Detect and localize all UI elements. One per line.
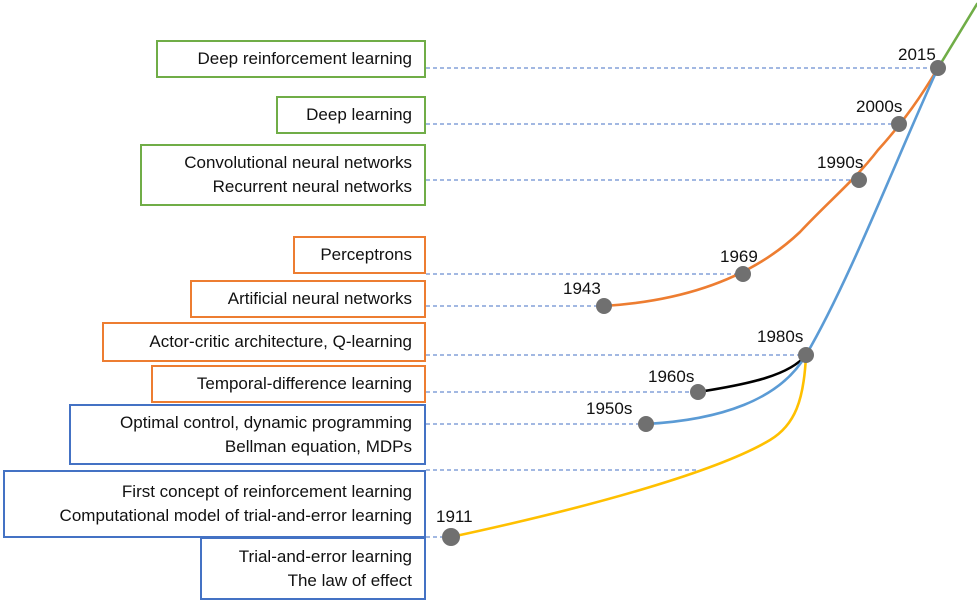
year-labels: 2015 2000s 1990s 1969 1943 1980s 1960s 1950s 191… bbox=[436, 45, 936, 526]
concept-box-deep-learning: Deep learning bbox=[276, 96, 426, 134]
concept-text: The law of effect bbox=[287, 570, 412, 590]
connector-lines bbox=[426, 67, 938, 538]
milestone-node-2015 bbox=[930, 60, 946, 76]
timeline-curves bbox=[449, 2, 977, 539]
year-label-2000s: 2000s bbox=[856, 97, 902, 116]
milestone-node-1990s bbox=[851, 172, 867, 188]
concept-box-ann: Artificial neural networks bbox=[190, 280, 426, 318]
concept-box-perceptrons: Perceptrons bbox=[293, 236, 426, 274]
year-label-1969: 1969 bbox=[720, 247, 758, 266]
milestone-node-1980s bbox=[798, 347, 814, 363]
milestone-node-1943 bbox=[596, 298, 612, 314]
concept-box-actor-critic: Actor-critic architecture, Q-learning bbox=[102, 322, 426, 362]
concept-text: Computational model of trial-and-error l… bbox=[59, 506, 412, 525]
concept-text: First concept of reinforcement learning bbox=[121, 482, 412, 501]
concept-box-td-learning: Temporal-difference learning bbox=[151, 365, 426, 403]
concept-box-deep-rl: Deep reinforcement learning bbox=[156, 40, 426, 78]
year-label-1950s: 1950s bbox=[586, 399, 632, 418]
concept-text: Trial-and-error learning bbox=[238, 546, 412, 566]
milestone-node-1911 bbox=[442, 528, 460, 546]
year-label-1943: 1943 bbox=[563, 279, 601, 298]
curve-neural-networks bbox=[602, 66, 940, 308]
concept-text: Artificial neural networks bbox=[227, 289, 412, 308]
concept-text: Perceptrons bbox=[320, 245, 412, 264]
concept-text: Bellman equation, MDPs bbox=[224, 436, 412, 456]
concept-text: Convolutional neural networks bbox=[184, 153, 412, 172]
concept-text: Deep learning bbox=[306, 105, 412, 124]
concept-text: Optimal control, dynamic programming bbox=[120, 412, 412, 432]
milestone-node-1960s bbox=[690, 384, 706, 400]
year-label-1990s: 1990s bbox=[817, 153, 863, 172]
curve-temporal-difference bbox=[696, 353, 808, 394]
curve-deep-rl bbox=[936, 2, 977, 70]
milestone-nodes bbox=[442, 60, 946, 546]
curve-trial-and-error bbox=[449, 353, 808, 539]
year-label-1980s: 1980s bbox=[757, 327, 803, 346]
concept-text: Temporal-difference learning bbox=[196, 374, 412, 393]
concept-text: Actor-critic architecture, Q-learning bbox=[149, 332, 412, 351]
milestone-node-2000s bbox=[891, 116, 907, 132]
milestone-node-1950s bbox=[638, 416, 654, 432]
year-label-2015: 2015 bbox=[898, 45, 936, 64]
year-label-1960s: 1960s bbox=[648, 367, 694, 386]
milestone-node-1969 bbox=[735, 266, 751, 282]
concept-text: Recurrent neural networks bbox=[212, 177, 412, 196]
concept-text: Deep reinforcement learning bbox=[197, 49, 412, 68]
curve-optimal-control bbox=[644, 66, 940, 426]
year-label-1911: 1911 bbox=[436, 507, 473, 526]
